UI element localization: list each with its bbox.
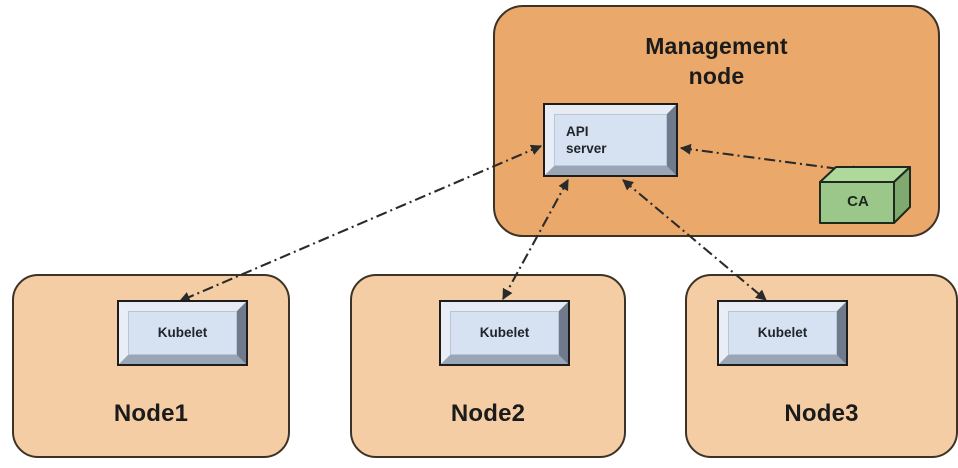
api-server-label: API server	[566, 123, 607, 157]
kubelet-1-label: Kubelet	[157, 325, 208, 340]
kubelet-3-label: Kubelet	[757, 325, 808, 340]
management-node-title-line2: node	[688, 63, 745, 89]
management-node-title: Management node	[495, 31, 938, 91]
ca-cuboid-shape	[819, 166, 911, 224]
worker-node-2-title: Node2	[450, 400, 526, 427]
worker-node-3-title: Node3	[784, 400, 859, 427]
kubelet-2-label: Kubelet	[479, 325, 530, 340]
api-server-label-line2: server	[566, 141, 607, 156]
management-node-title-line1: Management	[645, 33, 788, 59]
api-server-box[interactable]: API server	[543, 103, 678, 177]
ca-box[interactable]: CA	[818, 165, 912, 225]
worker-node-1-title: Node1	[113, 400, 189, 427]
kubelet-1-box[interactable]: Kubelet	[117, 300, 248, 366]
api-server-label-line1: API	[566, 124, 589, 139]
kubelet-2-box[interactable]: Kubelet	[439, 300, 570, 366]
kubelet-3-box[interactable]: Kubelet	[717, 300, 848, 366]
